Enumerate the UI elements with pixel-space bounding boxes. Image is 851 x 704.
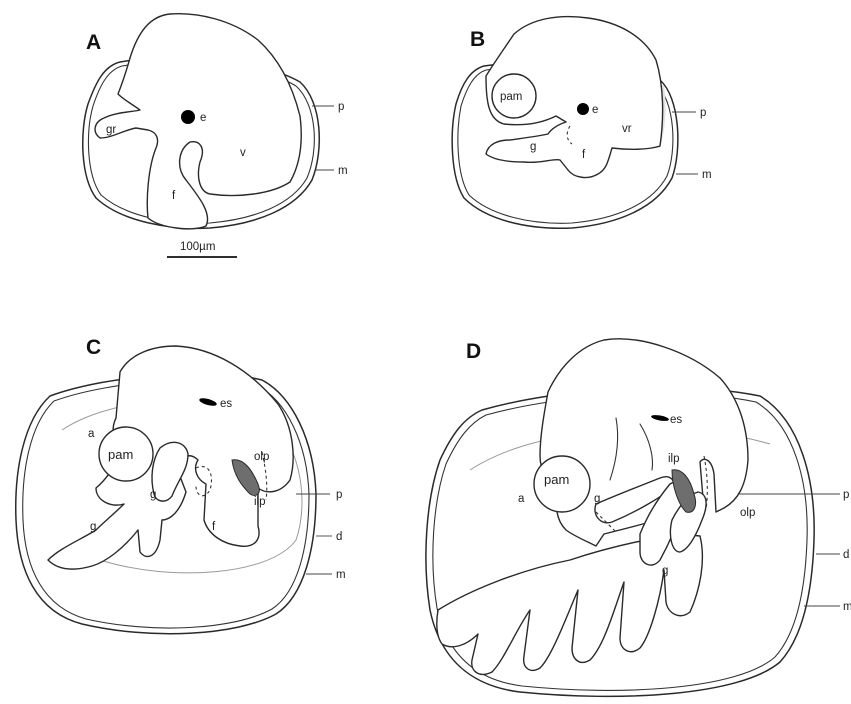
panel-d-label-a: a	[518, 493, 525, 505]
panel-c-label-pam: pam	[108, 447, 133, 462]
panel-c-label-p: p	[336, 489, 342, 501]
panel-a-label-e: e	[200, 112, 206, 124]
panel-c-label-es: es	[220, 398, 232, 410]
panel-d-label-m: m	[843, 601, 851, 613]
panel-c-label-g2: g	[90, 521, 96, 533]
scale-bar-label: 100µm	[180, 241, 215, 253]
panel-d-label-p: p	[843, 489, 849, 501]
panel-b-eye-dot	[577, 103, 589, 115]
panel-d-body	[540, 339, 748, 546]
panel-a-label-gr: gr	[106, 124, 116, 136]
panel-d-label-ilp: ilp	[668, 453, 680, 465]
panel-c-label: C	[86, 336, 101, 359]
panel-d-label-olp: olp	[740, 507, 755, 519]
panel-b-label-vr: vr	[622, 123, 632, 135]
panel-b-label-p: p	[700, 107, 706, 119]
panel-d-label-g1: g	[594, 493, 600, 505]
panel-d-label: D	[466, 340, 481, 363]
panel-b-label-pam: pam	[500, 91, 522, 103]
panel-c-label-g1: g	[150, 489, 156, 501]
panel-c-label-olp: olp	[254, 451, 269, 463]
panel-b-label-g: g	[530, 141, 536, 153]
panel-b: B pam e vr g f p m	[452, 17, 711, 229]
panel-d-label-g2: g	[662, 565, 668, 577]
panel-c-label-a: a	[88, 428, 95, 440]
panel-a-eye-dot	[181, 110, 195, 124]
panel-a-label-p: p	[338, 101, 344, 113]
panel-b-label-m: m	[702, 169, 712, 181]
panel-a-label: A	[86, 31, 101, 54]
panel-a: A e gr v f p m 100µm	[83, 14, 348, 257]
panel-b-label: B	[470, 28, 485, 51]
panel-a-body	[95, 14, 301, 229]
panel-d-label-d: d	[843, 549, 849, 561]
panel-d-label-es: es	[670, 414, 682, 426]
panel-b-label-e: e	[592, 104, 598, 116]
panel-c-label-m: m	[336, 569, 346, 581]
panel-c-label-d: d	[336, 531, 342, 543]
panel-a-label-m: m	[338, 165, 348, 177]
panel-c: C es a pam olp g ilp g f p d m	[16, 336, 346, 634]
panel-d-label-pam: pam	[544, 472, 569, 487]
panel-a-label-v: v	[240, 147, 246, 159]
panel-d: D es ilp pam a g olp g p d m	[426, 339, 851, 697]
panel-c-label-ilp: ilp	[254, 496, 266, 508]
